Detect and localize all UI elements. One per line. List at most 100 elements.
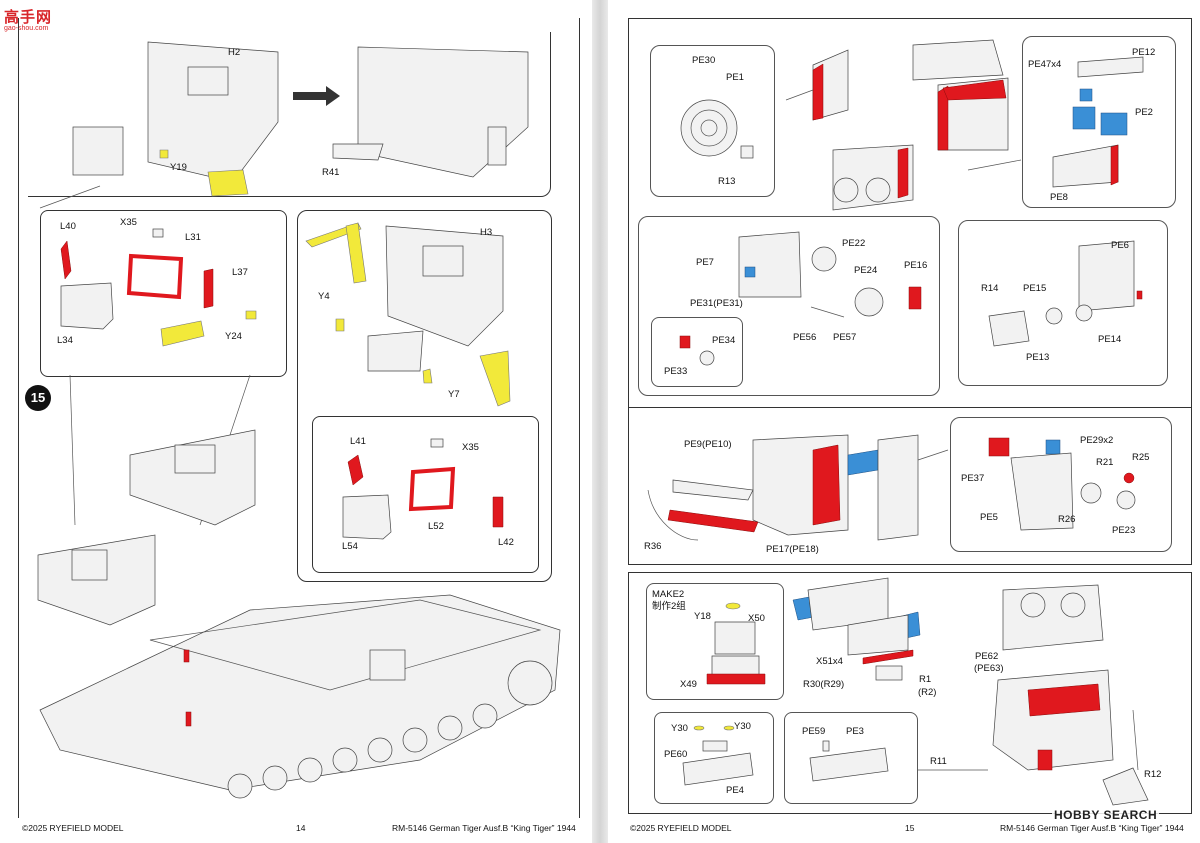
label-x35a: X35 <box>120 217 137 228</box>
label-pe59: PE59 <box>802 726 826 737</box>
label-x50: X50 <box>748 613 765 624</box>
label-l37: L37 <box>232 267 248 278</box>
label-pe47x4: PE47x4 <box>1028 59 1062 70</box>
pe5-timing-cover-drawing <box>988 437 1136 531</box>
label-pe31: PE31(PE31) <box>690 298 743 309</box>
h2-assembly-drawing <box>72 41 529 197</box>
label-l54: L54 <box>342 541 358 552</box>
label-y30a: Y30 <box>671 723 688 734</box>
l52-frame-drawing <box>342 438 504 540</box>
label-x51x4: X51x4 <box>816 656 843 667</box>
pe-red-r30 <box>862 649 914 665</box>
label-y4: Y4 <box>318 291 330 302</box>
part-pe60 <box>702 740 728 752</box>
hull-plate-h2 <box>147 41 279 183</box>
pe-red-x49-base <box>706 673 766 685</box>
label-x35b: X35 <box>462 442 479 453</box>
callout-panel-pe6 <box>958 220 1168 386</box>
label-r30: R30(R29) <box>803 679 845 690</box>
label-r36: R36 <box>644 541 662 552</box>
engine-front-plate <box>738 231 802 298</box>
label-r26: R26 <box>1058 514 1076 525</box>
label-pe12: PE12 <box>1132 47 1156 58</box>
callout-panel-pe7 <box>638 216 940 396</box>
part-l40-red <box>60 240 72 280</box>
label-y19: Y19 <box>170 162 187 173</box>
engine-radiator-housing <box>1002 584 1104 651</box>
label-pe4: PE4 <box>726 785 744 796</box>
section-frame-3 <box>628 572 1192 814</box>
part-pe16-red <box>908 286 922 310</box>
part-l34 <box>60 282 114 330</box>
part-pe29-blue <box>1045 439 1061 455</box>
part-y18-yellow <box>725 602 741 610</box>
label-pe56: PE56 <box>793 332 817 343</box>
part-pe37-red <box>988 437 1010 457</box>
part-r1 <box>875 665 903 681</box>
callout-panel-pe4 <box>654 712 774 804</box>
pe-part-red-b <box>185 711 192 727</box>
label-r13: R13 <box>718 176 736 187</box>
callout-panel-pe3 <box>784 712 918 804</box>
label-y30b: Y30 <box>734 721 751 732</box>
pe3-valve-cover-drawing <box>809 740 889 782</box>
h3-assembly-drawing <box>305 222 511 407</box>
footer-copyright: ©2025 RYEFIELD MODEL <box>630 823 732 833</box>
part-l42-red <box>492 496 504 528</box>
label-pe22: PE22 <box>842 238 866 249</box>
callout-panel-pe1 <box>650 45 775 197</box>
label-pe23: PE23 <box>1112 525 1136 536</box>
book-gutter <box>592 0 608 843</box>
label-pe2: PE2 <box>1135 107 1153 118</box>
step-15-subpanel-h2 <box>28 32 551 197</box>
l31-frame-drawing <box>60 228 257 347</box>
footer-kit-title: RM-5146 German Tiger Ausf.B “King Tiger”… <box>392 823 576 833</box>
instruction-page-15: PE30 PE1 R13 PE47x4 PE12 PE2 PE8 <box>608 0 1200 843</box>
label-pe13: PE13 <box>1026 352 1050 363</box>
part-r25-red <box>1123 472 1135 484</box>
pe4-valve-cover-drawing <box>682 725 754 786</box>
part-r36-hose <box>647 489 699 541</box>
label-l31: L31 <box>185 232 201 243</box>
part-l52-frame <box>408 466 456 512</box>
pe-red-panel-a <box>812 63 824 121</box>
pe-red-engine-top <box>1027 683 1101 717</box>
section-frame-2 <box>628 406 1192 565</box>
label-r14: R14 <box>981 283 999 294</box>
callout-panel-pe2 <box>1022 36 1176 208</box>
x49-fan-housing-drawing <box>706 602 766 685</box>
label-y7: Y7 <box>448 389 460 400</box>
page-frame <box>18 18 580 818</box>
label-pe60: PE60 <box>664 749 688 760</box>
label-make2-en: MAKE2 <box>652 589 685 600</box>
part-pe24 <box>854 287 884 317</box>
label-pe34: PE34 <box>712 335 736 346</box>
pe6-gearbox-drawing <box>988 240 1143 347</box>
step-number-badge: 15 <box>25 385 51 411</box>
valve-cover-pe4 <box>682 752 754 786</box>
stowage-box <box>72 126 124 176</box>
callout-panel-pe5 <box>950 417 1172 552</box>
hobby-search-watermark: HOBBY SEARCH <box>1052 808 1160 822</box>
label-pe24: PE24 <box>854 265 878 276</box>
instruction-page-14: 高手网 gao-shou.com H2 Y19 R41 <box>0 0 592 843</box>
label-r12: R12 <box>1144 769 1162 780</box>
part-x50 <box>714 621 756 655</box>
label-l52: L52 <box>428 521 444 532</box>
label-pe33: PE33 <box>664 366 688 377</box>
pe34-detail-drawing <box>679 335 715 366</box>
label-pe29x2: PE29x2 <box>1080 435 1114 446</box>
footer-page-number: 14 <box>296 823 306 833</box>
part-y24 <box>160 320 205 347</box>
label-pe57: PE57 <box>833 332 857 343</box>
label-pe3: PE3 <box>846 726 864 737</box>
pe7-engine-accessory-drawing <box>738 231 922 318</box>
label-r2: (R2) <box>918 687 937 698</box>
site-watermark-logo: 高手网 gao-shou.com <box>4 6 52 32</box>
valve-cover-pe3 <box>809 747 889 782</box>
label-y18: Y18 <box>694 611 711 622</box>
watermark-subtitle: gao-shou.com <box>4 25 49 32</box>
pe-red-exhaust-shield <box>812 444 841 526</box>
label-pe6: PE6 <box>1111 240 1129 251</box>
label-pe1: PE1 <box>726 72 744 83</box>
